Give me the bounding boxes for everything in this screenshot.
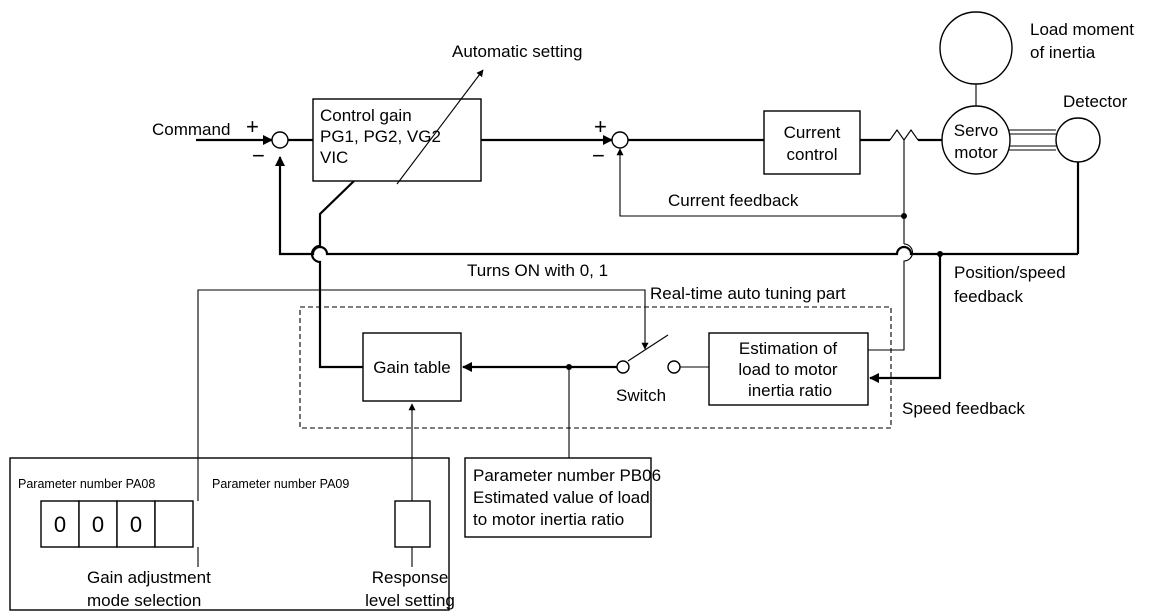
control-gain-params: PG1, PG2, VG2	[320, 127, 441, 146]
estimation-box	[708, 332, 869, 406]
turns-on-label: Turns ON with 0, 1	[467, 261, 608, 280]
estimation-label-line3: inertia ratio	[748, 381, 832, 400]
pa08-digit-display: 0 0 0	[40, 500, 194, 548]
response-label-line2: level setting	[365, 591, 455, 610]
pa08-digit-box[interactable]	[154, 500, 194, 548]
automatic-setting-arrow	[396, 69, 484, 185]
pb06-label-line1: Parameter number PB06	[473, 466, 661, 485]
pb06-box	[464, 457, 652, 538]
pa08-digit-box[interactable]	[78, 500, 118, 548]
pb06-label-line2: Estimated value of load	[473, 488, 650, 507]
current-control-title-line2: control	[786, 145, 837, 164]
position-speed-feedback-label-line1: Position/speed	[954, 263, 1066, 282]
switch-right-contact	[667, 360, 681, 374]
gain-table-to-control-gain-line	[310, 180, 363, 369]
current-summing-junction	[611, 131, 629, 149]
speed-feedback-to-estimation-line	[869, 254, 942, 383]
speed-feedback-label: Speed feedback	[902, 399, 1025, 418]
gain-table-box	[362, 332, 462, 402]
pa08-digit: 0	[130, 512, 142, 537]
gain-adjustment-label-line2: mode selection	[87, 591, 201, 610]
real-time-auto-tuning-boundary	[299, 306, 892, 429]
command-minus-sign: −	[252, 143, 265, 168]
switch-label: Switch	[616, 386, 666, 405]
estimation-label-line1: Estimation of	[739, 339, 838, 358]
load-moment-circle	[939, 11, 1013, 85]
command-summing-junction	[271, 131, 289, 149]
pa08-digit: 0	[54, 512, 66, 537]
current-control-box	[763, 110, 861, 175]
pa09-digit-box[interactable]	[394, 500, 431, 548]
detector-label: Detector	[1063, 92, 1128, 111]
servo-motor-label-line2: motor	[954, 143, 998, 162]
turns-on-control-line	[197, 289, 649, 456]
current-minus-sign: −	[592, 143, 605, 168]
command-label: Command	[152, 120, 230, 139]
estimation-label-line2: load to motor	[738, 360, 838, 379]
servo-motor-label-line1: Servo	[954, 121, 998, 140]
current-waveform-symbol	[889, 129, 919, 141]
position-speed-feedback-label-line2: feedback	[954, 287, 1023, 306]
load-moment-label-line2: of inertia	[1030, 43, 1096, 62]
switch-blade	[627, 334, 669, 362]
gain-adjustment-label-line1: Gain adjustment	[87, 568, 211, 587]
real-time-auto-tuning-label: Real-time auto tuning part	[650, 284, 846, 303]
gain-table-label: Gain table	[373, 358, 451, 377]
response-label-line1: Response	[372, 568, 449, 587]
current-plus-sign: +	[594, 114, 607, 139]
control-gain-title: Control gain	[320, 106, 412, 125]
servo-motor-circle	[941, 105, 1011, 175]
load-moment-label-line1: Load moment	[1030, 20, 1134, 39]
pa08-digit: 0	[92, 512, 104, 537]
switch-left-contact	[616, 360, 630, 374]
current-tap-to-estimation-line	[868, 243, 913, 351]
pa08-label: Parameter number PA08	[18, 477, 155, 491]
control-gain-vic: VIC	[320, 148, 348, 167]
current-feedback-label: Current feedback	[668, 191, 799, 210]
detector-circle	[1055, 117, 1101, 163]
automatic-setting-label: Automatic setting	[452, 42, 582, 61]
current-control-title-line1: Current	[784, 123, 841, 142]
pa09-label: Parameter number PA09	[212, 477, 349, 491]
pb06-label-line3: to motor inertia ratio	[473, 510, 624, 529]
control-gain-box	[312, 98, 482, 182]
current-feedback-line	[616, 148, 904, 217]
command-plus-sign: +	[246, 114, 259, 139]
